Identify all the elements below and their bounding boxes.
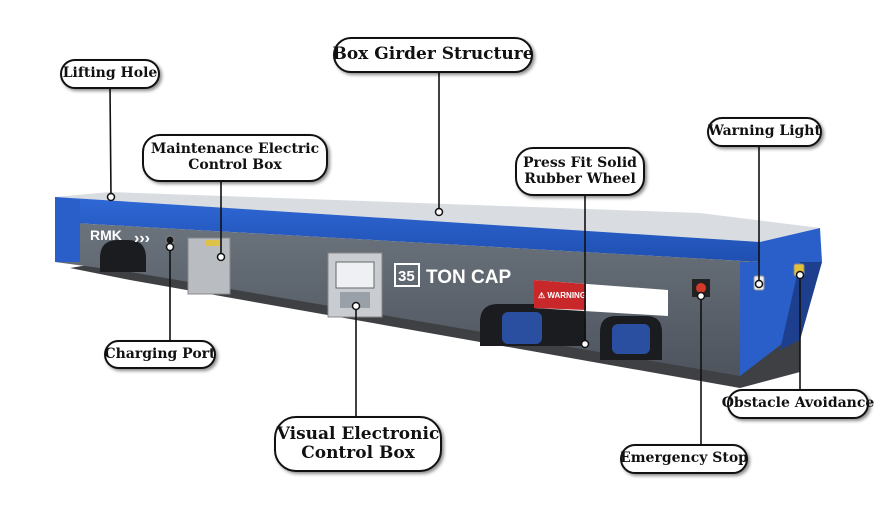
warning-text: ⚠ WARNING <box>538 291 586 300</box>
deck-top-surface <box>55 192 820 242</box>
dot-charging-port <box>165 242 175 252</box>
brand-text: RMK <box>90 227 122 243</box>
callout-visual-line2: Control Box <box>301 443 415 463</box>
callout-lifting-hole-text: Lifting Hole <box>62 65 158 82</box>
callout-emergency-stop: Emergency Stop <box>620 444 748 474</box>
chevron-marks: ››› <box>134 230 150 247</box>
visual-control-buttons <box>340 292 370 308</box>
dot-visual-box <box>351 301 361 311</box>
callout-maintenance-line1: Maintenance Electric <box>150 141 320 158</box>
visual-control-screen <box>335 261 375 289</box>
callout-maintenance-line2: Control Box <box>188 157 282 173</box>
dot-box-girder <box>434 207 444 217</box>
maintenance-box <box>187 237 231 295</box>
callout-box-girder-text: Box Girder Structure <box>332 44 534 65</box>
callout-press-fit-rubber-wheel: Press Fit Solid Rubber Wheel <box>515 147 645 196</box>
callout-obstacle-text: Obstacle Avoidance <box>721 395 875 412</box>
dot-emergency-stop <box>696 291 706 301</box>
callout-charging-port: Charging Port <box>104 340 216 369</box>
warning-plate-red <box>534 280 586 310</box>
callout-obstacle-avoidance: Obstacle Avoidance <box>722 389 874 419</box>
callout-press-fit-line2: Rubber Wheel <box>524 170 636 187</box>
leader-dots <box>106 192 805 349</box>
blue-deck-band <box>55 197 760 262</box>
callout-press-fit-line1: Press Fit Solid <box>523 154 637 171</box>
callout-charging-port-text: Charging Port <box>104 345 216 362</box>
callout-warning-light-text: Warning Light <box>708 123 821 140</box>
callout-emergency-stop-text: Emergency Stop <box>620 450 748 467</box>
dot-lifting-hole <box>106 192 116 202</box>
emergency-stop-button <box>696 283 706 293</box>
capacity-number: 35 <box>398 268 415 285</box>
dot-maintenance <box>216 252 226 262</box>
callout-visual-line1: Visual Electronic <box>276 423 440 444</box>
dot-press-fit <box>580 339 590 349</box>
callout-warning-light: Warning Light <box>707 117 822 147</box>
capacity-number-box <box>394 263 420 287</box>
rubber-wheel-1 <box>502 312 542 344</box>
callout-lifting-hole: Lifting Hole <box>60 59 160 89</box>
end-face-dark <box>780 262 822 350</box>
callout-box-girder-structure: Box Girder Structure <box>332 37 534 73</box>
callout-visual-control-box: Visual Electronic Control Box <box>274 416 442 472</box>
left-blue-corner <box>55 197 80 262</box>
wheel-cutout-left <box>100 240 146 272</box>
dot-warning-light <box>754 279 764 289</box>
leader-lifting-hole <box>109 87 112 198</box>
maintenance-box-label <box>206 240 220 246</box>
callout-maintenance-control-box: Maintenance Electric Control Box <box>142 134 328 182</box>
leader-lines <box>109 72 801 444</box>
dot-obstacle <box>795 270 805 280</box>
capacity-text: TON CAP <box>426 267 511 288</box>
blue-end-panel <box>760 228 822 262</box>
rubber-wheel-2 <box>612 324 650 354</box>
